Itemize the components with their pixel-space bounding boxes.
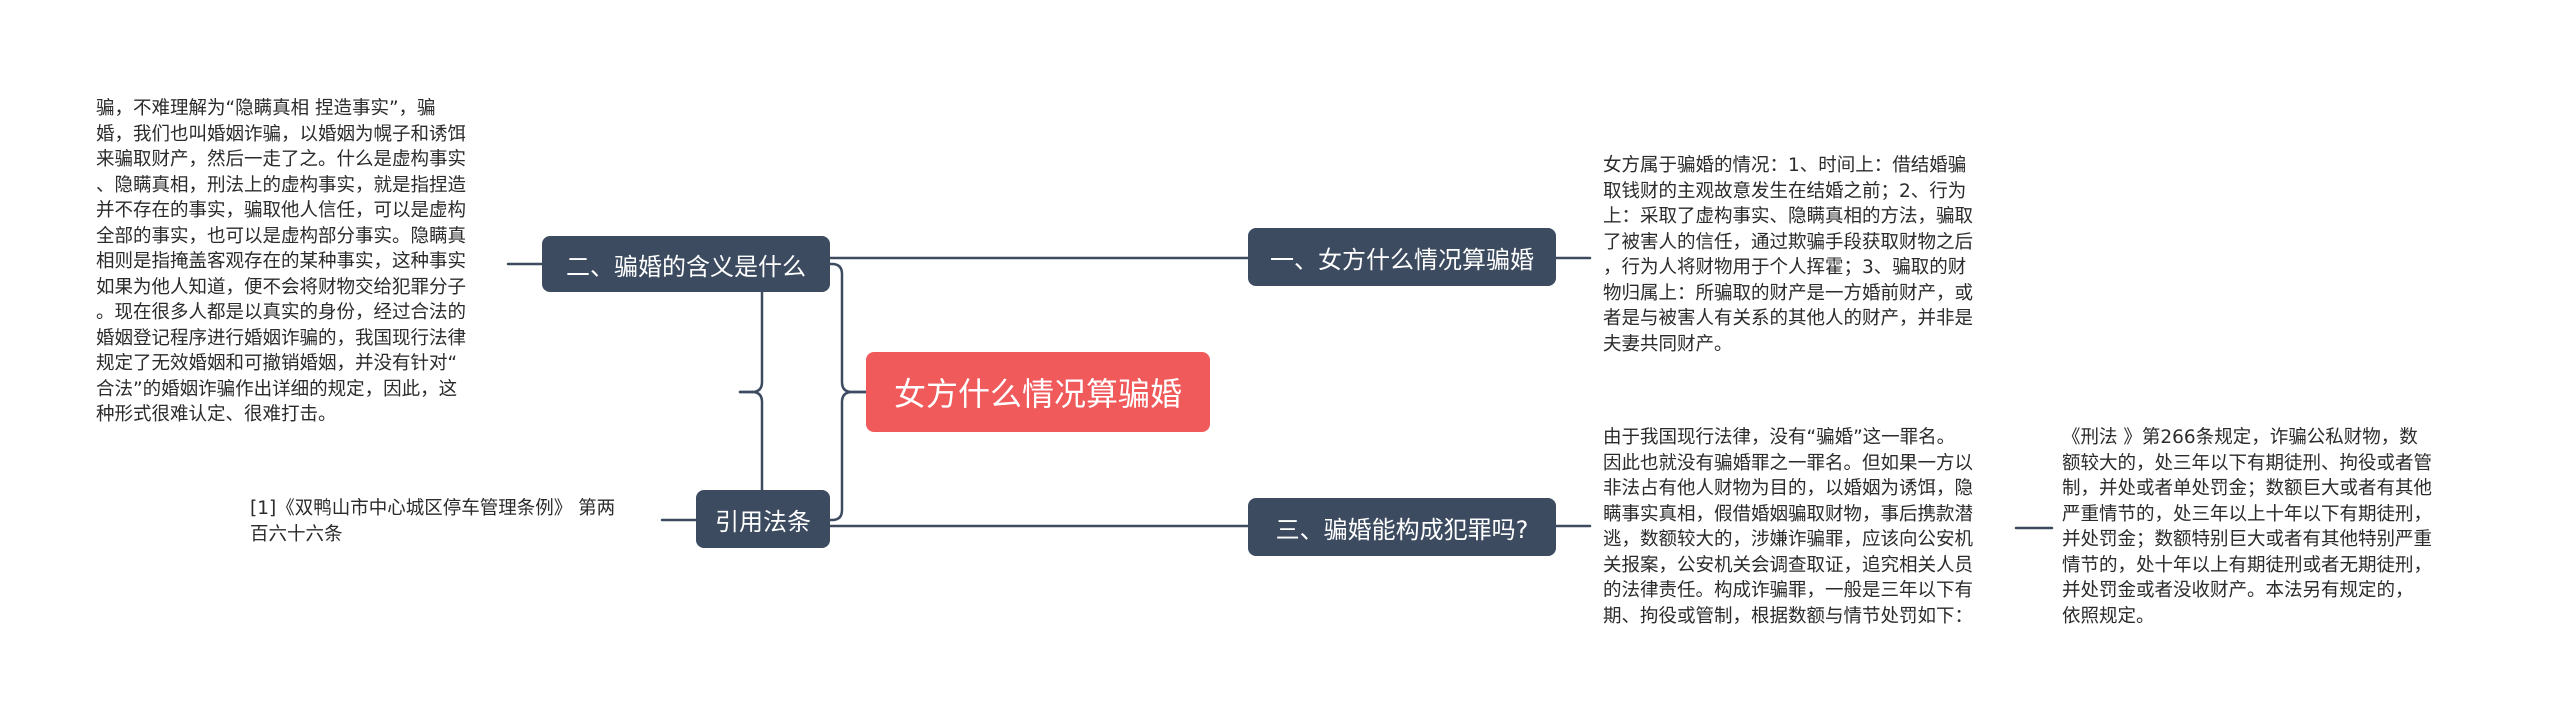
leaf-text-b2: 骗，不难理解为“隐瞒真相 捏造事实”，骗 婚，我们也叫婚姻诈骗，以婚姻为幌子和诱… [96, 98, 467, 425]
branch-label-2: 二、骗婚的含义是什么 [566, 252, 806, 281]
leaf-text-b3-sub: 《刑法 》第266条规定，诈骗公私财物，数 额较大的，处三年以下有期徒刑、拘役或… [2062, 427, 2433, 627]
branch-node-4[interactable]: 引用法条 [696, 490, 830, 548]
link-root-b2 [828, 262, 868, 394]
leaf-text-b3: 由于我国现行法律，没有“骗婚”这一罪名。 因此也就没有骗婚罪之一罪名。但如果一方… [1603, 427, 1974, 627]
branch-label-3: 三、骗婚能构成犯罪吗? [1275, 515, 1529, 544]
leaf-text-b1: 女方属于骗婚的情况：1、时间上：借结婚骗 取钱财的主观故意发生在结婚之前；2、行… [1603, 155, 1974, 355]
link-root-b4 [828, 390, 868, 522]
branch-label-1: 一、女方什么情况算骗婚 [1270, 245, 1534, 274]
branch-node-1[interactable]: 一、女方什么情况算骗婚 [1248, 228, 1556, 286]
branch-node-3[interactable]: 三、骗婚能构成犯罪吗? [1248, 498, 1556, 556]
root-node[interactable]: 女方什么情况算骗婚 [866, 352, 1210, 432]
leaf-text-b4: [1]《双鸭山市中心城区停车管理条例》 第两 百六十六条 [250, 498, 616, 545]
branch-label-4: 引用法条 [715, 507, 811, 536]
root-label: 女方什么情况算骗婚 [893, 375, 1182, 413]
branch-node-2[interactable]: 二、骗婚的含义是什么 [542, 236, 830, 292]
